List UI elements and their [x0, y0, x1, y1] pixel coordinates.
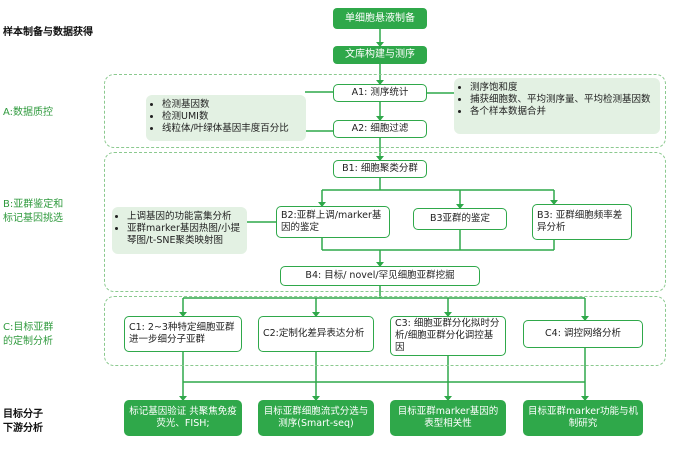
a1-sequencing-stats-box: A1: 测序统计 [333, 84, 427, 102]
b2-marker-gene-box: B2:亚群上调/marker基因的鉴定 [276, 206, 390, 238]
a-left-item: 检测UMI数 [162, 111, 300, 123]
a-right-item: 测序饱和度 [470, 82, 654, 94]
a-left-item: 线粒体/叶绿体基因丰度百分比 [162, 123, 300, 135]
d4-function-mechanism-box: 目标亚群marker功能与机制研究 [523, 400, 643, 436]
c3-pseudotime-box: C3: 细胞亚群分化拟时分析/细胞亚群分化调控基因 [390, 316, 506, 356]
qc-section-frame [104, 74, 666, 148]
c2-differential-expression-box: C2:定制化差异表达分析 [258, 316, 374, 352]
library-sequencing-box: 文库构建与测序 [333, 46, 427, 64]
cluster-section-frame [104, 152, 666, 292]
section-label-cluster-2: 标记基因挑选 [3, 213, 63, 224]
cell-suspension-box: 单细胞悬液制备 [333, 8, 427, 29]
a-right-item: 各个样本数据合并 [470, 106, 654, 118]
b1-clustering-box: B1: 细胞聚类分群 [333, 160, 427, 178]
d3-phenotype-correlation-box: 目标亚群marker基因的表型相关性 [390, 400, 506, 436]
a-right-item: 捕获细胞数、平均测序量、平均检测基因数 [470, 94, 654, 106]
b-left-item: 上调基因的功能富集分析 [127, 211, 242, 223]
section-label-prep: 样本制备与数据获得 [3, 27, 93, 38]
section-label-custom-2: 的定制分析 [3, 336, 53, 347]
a-left-metrics-box: 检测基因数 检测UMI数 线粒体/叶绿体基因丰度百分比 [146, 95, 306, 141]
section-label-qc: A:数据质控 [3, 107, 54, 118]
b3-frequency-analysis-box: B3: 亚群细胞频率差异分析 [532, 204, 632, 240]
d1-marker-validation-box: 标记基因验证 共聚焦免疫荧光、FISH; [124, 400, 242, 436]
a2-cell-filter-box: A2: 细胞过滤 [333, 120, 427, 138]
b3-subgroup-identification-box: B3亚群的鉴定 [413, 208, 507, 230]
section-label-downstream-2: 下游分析 [3, 423, 43, 434]
a-right-metrics-box: 测序饱和度 捕获细胞数、平均测序量、平均检测基因数 各个样本数据合并 [454, 78, 660, 134]
section-label-custom-1: C:目标亚群 [3, 322, 54, 333]
section-label-downstream-1: 目标分子 [3, 409, 43, 420]
c1-subcluster-box: C1: 2~3种特定细胞亚群进一步细分子亚群 [124, 316, 242, 352]
section-label-cluster-1: B:亚群鉴定和 [3, 199, 64, 210]
d2-flow-sorting-box: 目标亚群细胞流式分选与测序(Smart-seq) [258, 400, 374, 436]
custom-section-frame [104, 296, 666, 366]
c4-regulatory-network-box: C4: 调控网络分析 [523, 320, 643, 348]
b-left-analysis-box: 上调基因的功能富集分析 亚群marker基因热图/小提琴图/t-SNE聚类映射图 [112, 207, 247, 254]
a-left-item: 检测基因数 [162, 99, 300, 111]
b-left-item: 亚群marker基因热图/小提琴图/t-SNE聚类映射图 [127, 223, 242, 247]
b4-target-subgroup-box: B4: 目标/ novel/罕见细胞亚群挖掘 [280, 266, 480, 286]
